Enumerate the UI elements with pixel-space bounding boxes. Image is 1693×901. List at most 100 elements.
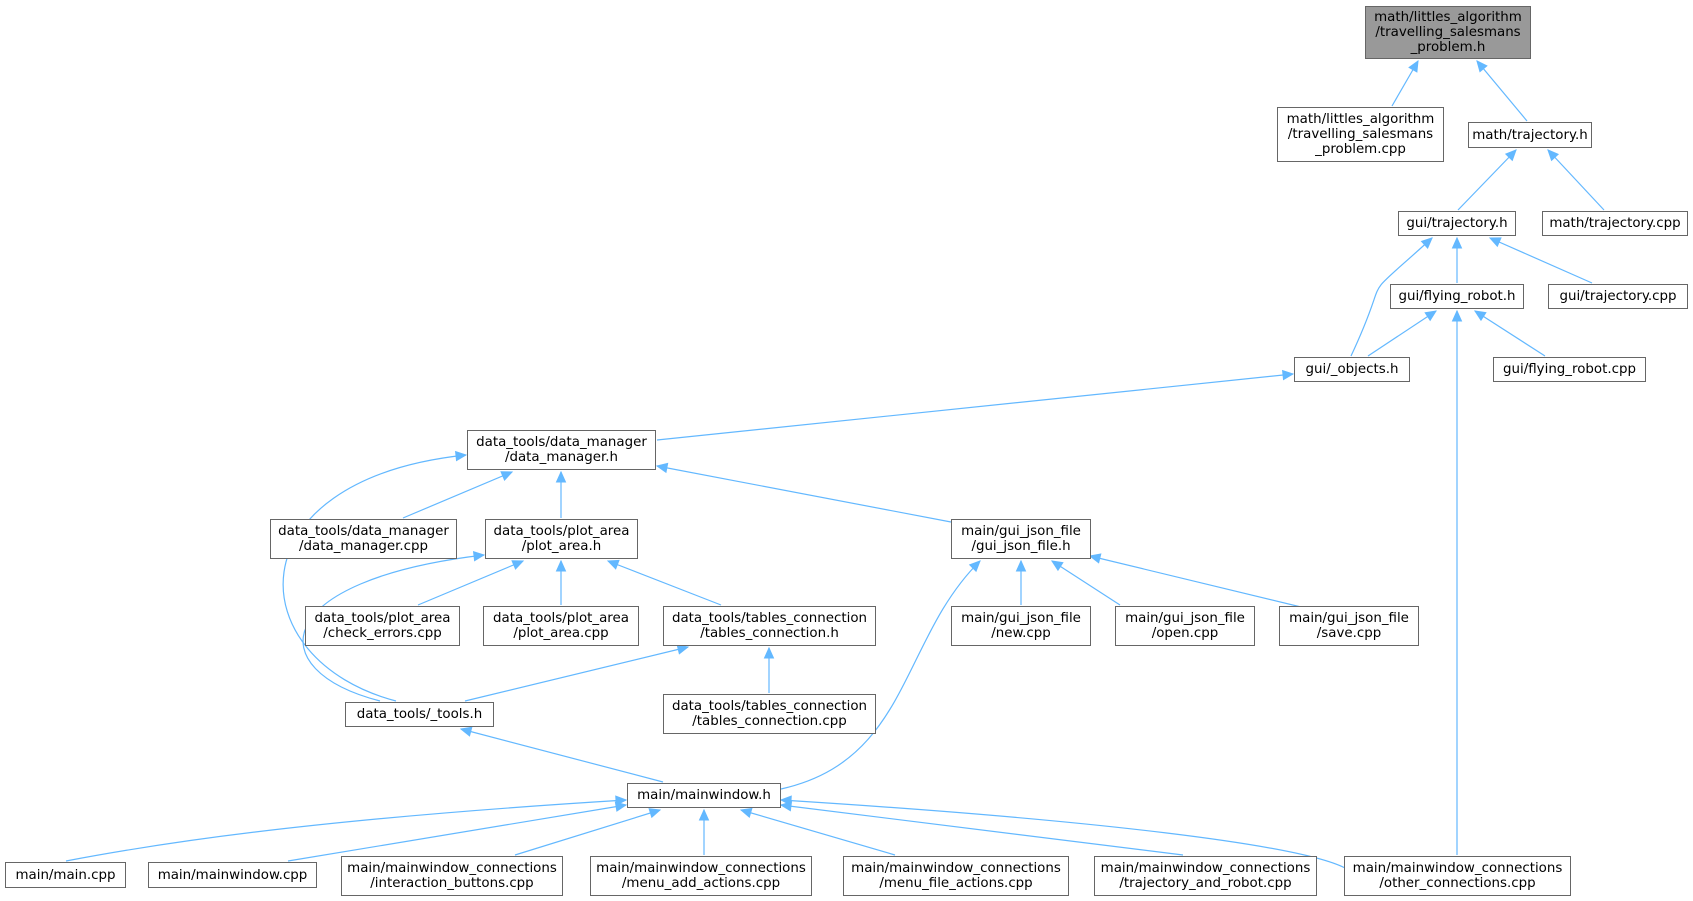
dependency-edge-gui-traj-h-gui-obj-h: [1350, 237, 1433, 357]
file-node-label: /data_manager.h: [504, 450, 619, 465]
file-node-dm-cpp[interactable]: data_tools/data_manager/data_manager.cpp: [270, 519, 457, 559]
file-node-mw-h[interactable]: main/mainwindow.h: [627, 783, 781, 808]
file-node-label: data_tools/tables_connection: [671, 699, 868, 714]
file-node-math-traj-h[interactable]: math/trajectory.h: [1468, 122, 1592, 148]
file-node-label: gui/trajectory.cpp: [1559, 289, 1677, 304]
dependency-edge-gui-fly-h-gui-obj-h: [1367, 310, 1437, 357]
arrowhead-tsp-h-tsp-cpp: [1408, 59, 1419, 73]
file-node-save-cpp[interactable]: main/gui_json_file/save.cpp: [1279, 606, 1419, 646]
arrowhead-gui-fly-h-oc-cpp: [1451, 309, 1463, 322]
file-node-label: main/gui_json_file: [961, 524, 1081, 539]
arrowhead-gjf-h-save-cpp: [1088, 553, 1102, 564]
arrowhead-dm-h-gjf-h: [655, 462, 669, 474]
arrowhead-pa-h-tc-h: [606, 559, 620, 570]
file-node-tsp-cpp[interactable]: math/littles_algorithm/travelling_salesm…: [1277, 107, 1444, 162]
file-node-label: main/mainwindow_connections: [347, 861, 557, 876]
arrowhead-dm-h-pa-h: [555, 470, 567, 483]
arrowhead-mw-h-ib-cpp: [648, 808, 662, 819]
file-node-label: /gui_json_file.h: [971, 539, 1071, 554]
dependency-edge-tools-h-mw-h: [460, 728, 664, 783]
dependency-edge-mw-h-mw-cpp: [287, 804, 627, 862]
file-node-label: _problem.h: [1410, 40, 1486, 55]
file-node-mw-cpp[interactable]: main/mainwindow.cpp: [148, 862, 317, 888]
file-node-tsp-h[interactable]: math/littles_algorithm/travelling_salesm…: [1365, 6, 1531, 59]
file-node-pa-h[interactable]: data_tools/plot_area/plot_area.h: [485, 519, 638, 559]
file-node-gjf-h[interactable]: main/gui_json_file/gui_json_file.h: [951, 519, 1091, 559]
file-node-label: /other_connections.cpp: [1379, 876, 1536, 891]
file-node-label: /interaction_buttons.cpp: [370, 876, 534, 891]
file-node-label: /tables_connection.h: [700, 626, 839, 641]
file-node-tools-h[interactable]: data_tools/_tools.h: [345, 702, 494, 727]
file-node-label: gui/trajectory.h: [1406, 216, 1508, 231]
file-node-label: main/mainwindow_connections: [596, 861, 806, 876]
dependency-edge-mw-h-tar-cpp: [780, 804, 1184, 856]
file-node-label: math/trajectory.h: [1472, 127, 1588, 143]
file-node-maa-cpp[interactable]: main/mainwindow_connections/menu_add_act…: [590, 856, 812, 896]
file-node-label: main/mainwindow_connections: [851, 861, 1061, 876]
file-node-label: /plot_area.h: [521, 539, 602, 554]
dependency-edge-dm-h-tools-h: [282, 454, 467, 702]
file-node-label: main/gui_json_file: [1289, 611, 1409, 626]
file-node-label: math/littles_algorithm: [1286, 112, 1435, 127]
arrowhead-mw-h-maa-cpp: [698, 808, 710, 821]
dependency-edge-mw-h-mfa-cpp: [740, 809, 896, 856]
dependency-edge-pa-h-ce-cpp: [417, 560, 524, 606]
arrowhead-gui-traj-h-gui-fly-h: [1451, 236, 1463, 249]
file-node-label: math/littles_algorithm: [1374, 10, 1522, 25]
dependency-edge-pa-h-tc-h: [607, 560, 722, 606]
dependency-edge-mw-h-oc-cpp: [780, 799, 1346, 869]
file-node-ce-cpp[interactable]: data_tools/plot_area/check_errors.cpp: [305, 606, 460, 646]
arrowhead-tc-h-tc-cpp: [763, 646, 775, 659]
arrowhead-pa-h-ce-cpp: [511, 560, 525, 570]
file-node-new-cpp[interactable]: main/gui_json_file/new.cpp: [951, 606, 1091, 646]
file-node-dm-h[interactable]: data_tools/data_manager/data_manager.h: [467, 430, 656, 470]
dependency-edge-gjf-h-save-cpp: [1089, 555, 1331, 615]
arrowhead-pa-h-pa-cpp: [555, 559, 567, 572]
dependency-edge-mw-h-ib-cpp: [514, 809, 661, 856]
file-node-label: main/mainwindow.cpp: [157, 867, 308, 883]
file-node-label: gui/flying_robot.h: [1398, 289, 1516, 304]
file-node-label: data_tools/data_manager: [476, 435, 647, 450]
arrowhead-tools-h-mw-h: [459, 726, 473, 737]
file-node-ib-cpp[interactable]: main/mainwindow_connections/interaction_…: [341, 856, 563, 896]
arrowhead-gjf-h-open-cpp: [1050, 560, 1064, 572]
file-node-pa-cpp[interactable]: data_tools/plot_area/plot_area.cpp: [483, 606, 639, 646]
file-node-math-traj-cpp[interactable]: math/trajectory.cpp: [1542, 211, 1688, 236]
file-node-label: main/mainwindow_connections: [1352, 861, 1563, 876]
file-node-gui-obj-h[interactable]: gui/_objects.h: [1294, 357, 1410, 382]
dependency-edge-math-traj-h-math-traj-cpp: [1547, 149, 1605, 211]
arrowhead-math-traj-h-math-traj-cpp: [1547, 149, 1560, 162]
file-node-gui-traj-h[interactable]: gui/trajectory.h: [1398, 211, 1516, 236]
file-node-gui-fly-cpp[interactable]: gui/flying_robot.cpp: [1493, 357, 1646, 382]
file-node-label: /tables_connection.cpp: [692, 714, 847, 729]
file-node-oc-cpp[interactable]: main/mainwindow_connections/other_connec…: [1344, 856, 1571, 896]
arrowhead-mw-h-mfa-cpp: [739, 807, 753, 819]
arrowhead-tsp-h-math-traj-h: [1476, 60, 1488, 73]
arrowhead-gui-fly-h-gui-fly-cpp: [1473, 310, 1487, 322]
file-node-gui-fly-h[interactable]: gui/flying_robot.h: [1390, 284, 1524, 309]
dependency-edge-gjf-h-mw-h: [780, 560, 981, 790]
file-node-label: /open.cpp: [1151, 626, 1219, 641]
file-node-label: gui/flying_robot.cpp: [1503, 362, 1636, 377]
arrowhead-gui-obj-h-dm-h: [1282, 369, 1295, 381]
file-node-label: /data_manager.cpp: [299, 539, 428, 554]
file-node-label: data_tools/_tools.h: [356, 707, 483, 722]
file-node-tc-cpp[interactable]: data_tools/tables_connection/tables_conn…: [663, 694, 876, 734]
file-node-label: /plot_area.cpp: [513, 626, 609, 641]
file-node-main-cpp[interactable]: main/main.cpp: [5, 862, 126, 888]
arrowhead-dm-h-dm-cpp: [500, 471, 514, 481]
arrowhead-tc-h-tools-h: [676, 644, 690, 655]
file-node-label: data_tools/data_manager: [278, 524, 449, 539]
file-node-label: _problem.cpp: [1315, 142, 1406, 157]
file-node-label: /check_errors.cpp: [323, 626, 442, 641]
dependency-edge-dm-h-gjf-h: [656, 465, 952, 523]
file-node-tc-h[interactable]: data_tools/tables_connection/tables_conn…: [663, 606, 876, 646]
file-node-tar-cpp[interactable]: main/mainwindow_connections/trajectory_a…: [1094, 856, 1317, 896]
file-node-label: main/gui_json_file: [961, 611, 1081, 626]
file-node-gui-traj-cpp[interactable]: gui/trajectory.cpp: [1548, 284, 1688, 309]
dependency-edge-gjf-h-open-cpp: [1051, 560, 1121, 606]
file-node-label: main/mainwindow_connections: [1100, 861, 1311, 876]
file-node-mfa-cpp[interactable]: main/mainwindow_connections/menu_file_ac…: [843, 856, 1069, 896]
file-node-open-cpp[interactable]: main/gui_json_file/open.cpp: [1115, 606, 1255, 646]
